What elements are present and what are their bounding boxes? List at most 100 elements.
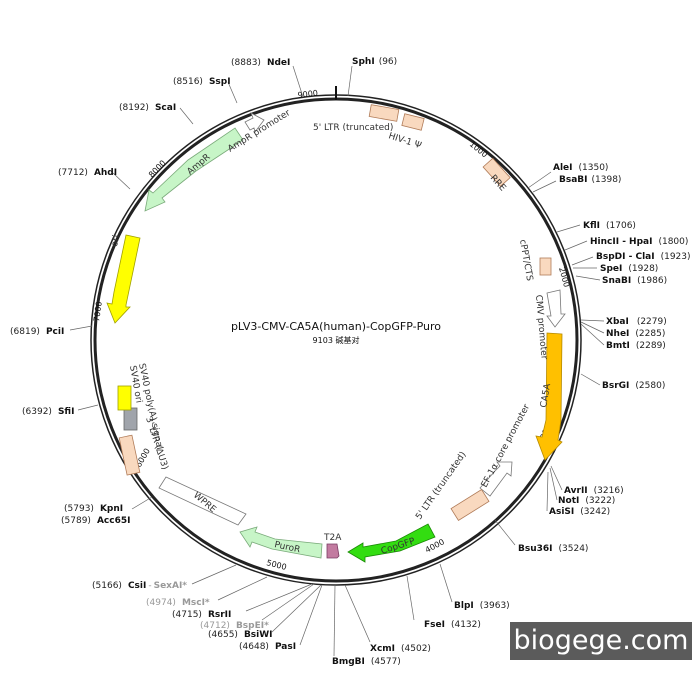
feature-label-ef1a: EF-1α core promoter bbox=[480, 403, 533, 490]
feature-wpre-box[interactable] bbox=[158, 476, 247, 526]
site-csii-sexai[interactable]: (5166)CsiI-SexAI* bbox=[92, 581, 187, 591]
feature-label-5ltr: 5' LTR (truncated) bbox=[313, 123, 393, 133]
tick-5000: 5000 bbox=[266, 558, 288, 572]
leader-kfli bbox=[556, 224, 581, 233]
leader-avrii bbox=[550, 465, 563, 491]
leader-bspdi bbox=[571, 256, 594, 266]
leader-bmti bbox=[580, 323, 605, 346]
leader-bsabi bbox=[532, 180, 557, 193]
watermark: biogege.com bbox=[510, 622, 692, 660]
site-xcmi[interactable]: XcmI(4502) bbox=[370, 644, 431, 654]
site-alei[interactable]: AleI(1350) bbox=[553, 163, 608, 173]
tick-1000: 1000 bbox=[468, 140, 489, 160]
feature-label-cmv: CMV promoter bbox=[533, 294, 549, 360]
leader-fsei bbox=[406, 575, 415, 621]
site-pasi[interactable]: (4648)PasI bbox=[239, 642, 296, 652]
restriction-sites: SphI(96) AleI(1350) BsaBI(1398) KflI(170… bbox=[10, 57, 691, 667]
site-sspi[interactable]: (8516)SspI bbox=[173, 77, 231, 87]
site-avrii[interactable]: AvrII(3216) bbox=[564, 486, 624, 496]
leader-scai bbox=[179, 107, 194, 125]
site-scai[interactable]: (8192)ScaI bbox=[119, 103, 176, 113]
site-bspdi-clai[interactable]: BspDI - ClaI(1923) bbox=[596, 252, 691, 262]
leader-kpni bbox=[131, 496, 153, 510]
site-ahdi[interactable]: (7712)AhdI bbox=[58, 168, 117, 178]
site-snabi[interactable]: SnaBI(1986) bbox=[602, 276, 667, 286]
leader-rsrii bbox=[245, 583, 313, 612]
leader-sspi bbox=[227, 81, 238, 104]
leader-xbai bbox=[580, 319, 605, 322]
site-kfli[interactable]: KflI(1706) bbox=[583, 221, 636, 231]
site-acc65i[interactable]: (5789)Acc65I bbox=[61, 516, 130, 526]
site-noti[interactable]: NotI(3222) bbox=[558, 496, 615, 506]
leader-asisi bbox=[546, 471, 549, 512]
feature-puror-arrow[interactable] bbox=[239, 526, 323, 559]
feature-cmv-promoter-arrow[interactable] bbox=[546, 289, 566, 328]
feature-copgfp-arrow[interactable] bbox=[347, 523, 436, 563]
site-nhei[interactable]: NheI(2285) bbox=[606, 329, 665, 339]
site-bsabi[interactable]: BsaBI(1398) bbox=[559, 175, 621, 185]
site-hincii-hpai[interactable]: HincII - HpaI(1800) bbox=[590, 237, 688, 247]
feature-ca5a-arrow[interactable] bbox=[535, 332, 563, 461]
leader-xcmi bbox=[344, 584, 371, 643]
site-bsiwi[interactable]: (4655)BsiWI bbox=[208, 630, 273, 640]
feature-label-ca5a: CA5A bbox=[539, 382, 553, 409]
site-kpni[interactable]: (5793)KpnI bbox=[64, 504, 123, 514]
leader-noti bbox=[549, 467, 558, 501]
tick-2000: 2000 bbox=[557, 266, 571, 288]
leader-blpi bbox=[439, 563, 453, 603]
leader-sphi bbox=[347, 65, 353, 97]
feature-t2a-box[interactable] bbox=[326, 543, 340, 559]
leader-bmgbi bbox=[333, 584, 336, 657]
feature-ori-arrow[interactable] bbox=[106, 234, 141, 324]
feature-ef1a-arrow[interactable] bbox=[479, 461, 513, 497]
leader-bsiwi bbox=[271, 584, 322, 633]
feature-ampr-promoter-arrow[interactable] bbox=[244, 112, 265, 133]
feature-cppt-box[interactable] bbox=[539, 257, 552, 276]
tick-7000: 7000 bbox=[92, 301, 104, 322]
plasmid-title: pLV3-CMV-CA5A(human)-CopGFP-Puro bbox=[231, 320, 441, 333]
feature-ampr-arrow[interactable] bbox=[144, 127, 244, 212]
feature-5ltr-box[interactable] bbox=[368, 104, 400, 122]
leader-snabi bbox=[575, 275, 601, 281]
site-xbai[interactable]: XbaI(2279) bbox=[606, 317, 667, 327]
site-bsu36i[interactable]: Bsu36I(3524) bbox=[518, 544, 588, 554]
site-blpi[interactable]: BlpI(3963) bbox=[454, 601, 510, 611]
site-pcii[interactable]: (6819)PciI bbox=[10, 327, 64, 337]
site-fsei[interactable]: FseI(4132) bbox=[424, 620, 481, 630]
site-asisi[interactable]: AsiSI(3242) bbox=[549, 507, 610, 517]
site-bsrgi[interactable]: BsrGI(2580) bbox=[602, 381, 665, 391]
leader-ahdi bbox=[112, 172, 131, 190]
leader-bsrgi bbox=[580, 373, 601, 386]
site-msci[interactable]: (4974)MscI* bbox=[146, 598, 210, 608]
feature-hiv1-psi-box[interactable] bbox=[401, 113, 425, 131]
leader-hincii bbox=[564, 240, 588, 251]
site-sfii[interactable]: (6392)SfiI bbox=[22, 407, 74, 417]
site-bmgbi[interactable]: BmgBI(4577) bbox=[332, 657, 401, 667]
plasmid-size: 9103 碱基对 bbox=[313, 335, 360, 345]
site-sphi[interactable]: SphI(96) bbox=[352, 57, 397, 67]
feature-sv40-polya-box[interactable] bbox=[117, 385, 132, 411]
site-rsrii[interactable]: (4715)RsrII bbox=[172, 610, 231, 620]
leader-sfii bbox=[77, 404, 99, 411]
feature-sv40-ori-box[interactable] bbox=[123, 407, 138, 431]
site-ndei[interactable]: (8883)NdeI bbox=[231, 58, 290, 68]
leader-msci bbox=[217, 576, 268, 601]
feature-label-cppt: cPPT/CTS bbox=[517, 239, 534, 282]
site-spei[interactable]: SpeI(1928) bbox=[600, 264, 658, 274]
leader-alei bbox=[527, 171, 552, 189]
feature-rre-box[interactable] bbox=[482, 157, 511, 187]
site-bmti[interactable]: BmtI(2289) bbox=[606, 341, 666, 351]
feature-label-t2a: T2A bbox=[323, 533, 342, 543]
leader-bsu36i bbox=[494, 519, 516, 546]
leader-csii bbox=[191, 564, 237, 585]
leader-pasi bbox=[299, 584, 323, 646]
tick-9000: 9000 bbox=[297, 89, 318, 100]
feature-3ltr-box[interactable] bbox=[118, 434, 141, 476]
features bbox=[106, 104, 566, 563]
feature-label-hiv1-psi: HIV-1 Ψ bbox=[387, 131, 422, 151]
feature-label-ori: ori bbox=[110, 234, 122, 247]
site-bspei[interactable]: (4712)BspEI* bbox=[200, 621, 269, 631]
feature-5ltr-box-2[interactable] bbox=[450, 488, 490, 522]
leader-nhei bbox=[580, 321, 605, 334]
